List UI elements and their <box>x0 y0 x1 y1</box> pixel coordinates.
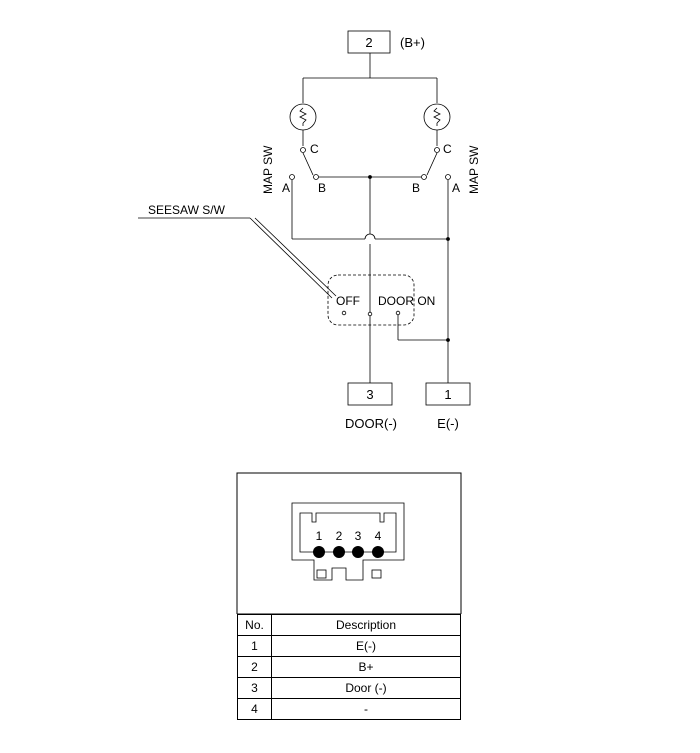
terminal-3-number: 3 <box>366 387 373 402</box>
left-contact-b: B <box>318 181 326 195</box>
right-map-switch <box>421 147 451 180</box>
terminal-2-number: 2 <box>365 35 372 50</box>
left-map-sw-label: MAP SW <box>261 145 275 194</box>
connector-pin <box>333 546 345 558</box>
right-lamp-icon <box>423 103 451 131</box>
right-contact-b: B <box>412 181 420 195</box>
seesaw-off-label: OFF <box>336 294 360 308</box>
pin-number-3: 3 <box>355 529 362 543</box>
table-row: 1 E(-) <box>237 635 461 657</box>
row-description: Door (-) <box>271 677 461 699</box>
terminal-2-box <box>347 30 391 54</box>
table-row: 2 B+ <box>237 656 461 678</box>
connector-housing <box>291 502 405 581</box>
row-no: 1 <box>237 635 272 657</box>
table-row: 4 - <box>237 698 461 720</box>
pin-number-2: 2 <box>336 529 343 543</box>
terminal-2-label: (B+) <box>400 35 425 50</box>
row-description: B+ <box>271 656 461 678</box>
pin-number-4: 4 <box>375 529 382 543</box>
pin-description-table: No. Description 1 E(-) 2 B+ 3 Door (-) 4… <box>237 614 461 720</box>
left-map-switch <box>289 147 319 180</box>
right-map-sw-label: MAP SW <box>467 145 481 194</box>
column-header-no: No. <box>237 614 272 636</box>
row-description: E(-) <box>271 635 461 657</box>
terminal-1-number: 1 <box>444 387 451 402</box>
row-no: 4 <box>237 698 272 720</box>
terminal-1-box <box>425 382 471 406</box>
left-contact-a: A <box>282 181 290 195</box>
connector-pin <box>313 546 325 558</box>
wiring-diagram: 1 2 3 4 2 (B+) 3 1 DOOR(-) E(-) C A B C … <box>138 30 481 614</box>
terminal-3-box <box>347 382 393 406</box>
connector-pin <box>372 546 384 558</box>
left-contact-c: C <box>310 142 319 156</box>
seesaw-switch-housing <box>327 274 415 326</box>
terminal-3-label: DOOR(-) <box>345 416 397 431</box>
right-contact-a: A <box>452 181 460 195</box>
table-header-row: No. Description <box>237 614 461 636</box>
row-no: 3 <box>237 677 272 699</box>
pin-number-1: 1 <box>316 529 323 543</box>
right-contact-c: C <box>443 142 452 156</box>
seesaw-door-on-label: DOOR ON <box>378 294 435 308</box>
connector-pin <box>352 546 364 558</box>
column-header-description: Description <box>271 614 461 636</box>
table-row: 3 Door (-) <box>237 677 461 699</box>
row-no: 2 <box>237 656 272 678</box>
terminal-1-label: E(-) <box>437 416 459 431</box>
seesaw-switch-label: SEESAW S/W <box>148 203 226 217</box>
row-description: - <box>271 698 461 720</box>
left-lamp-icon <box>289 103 317 131</box>
